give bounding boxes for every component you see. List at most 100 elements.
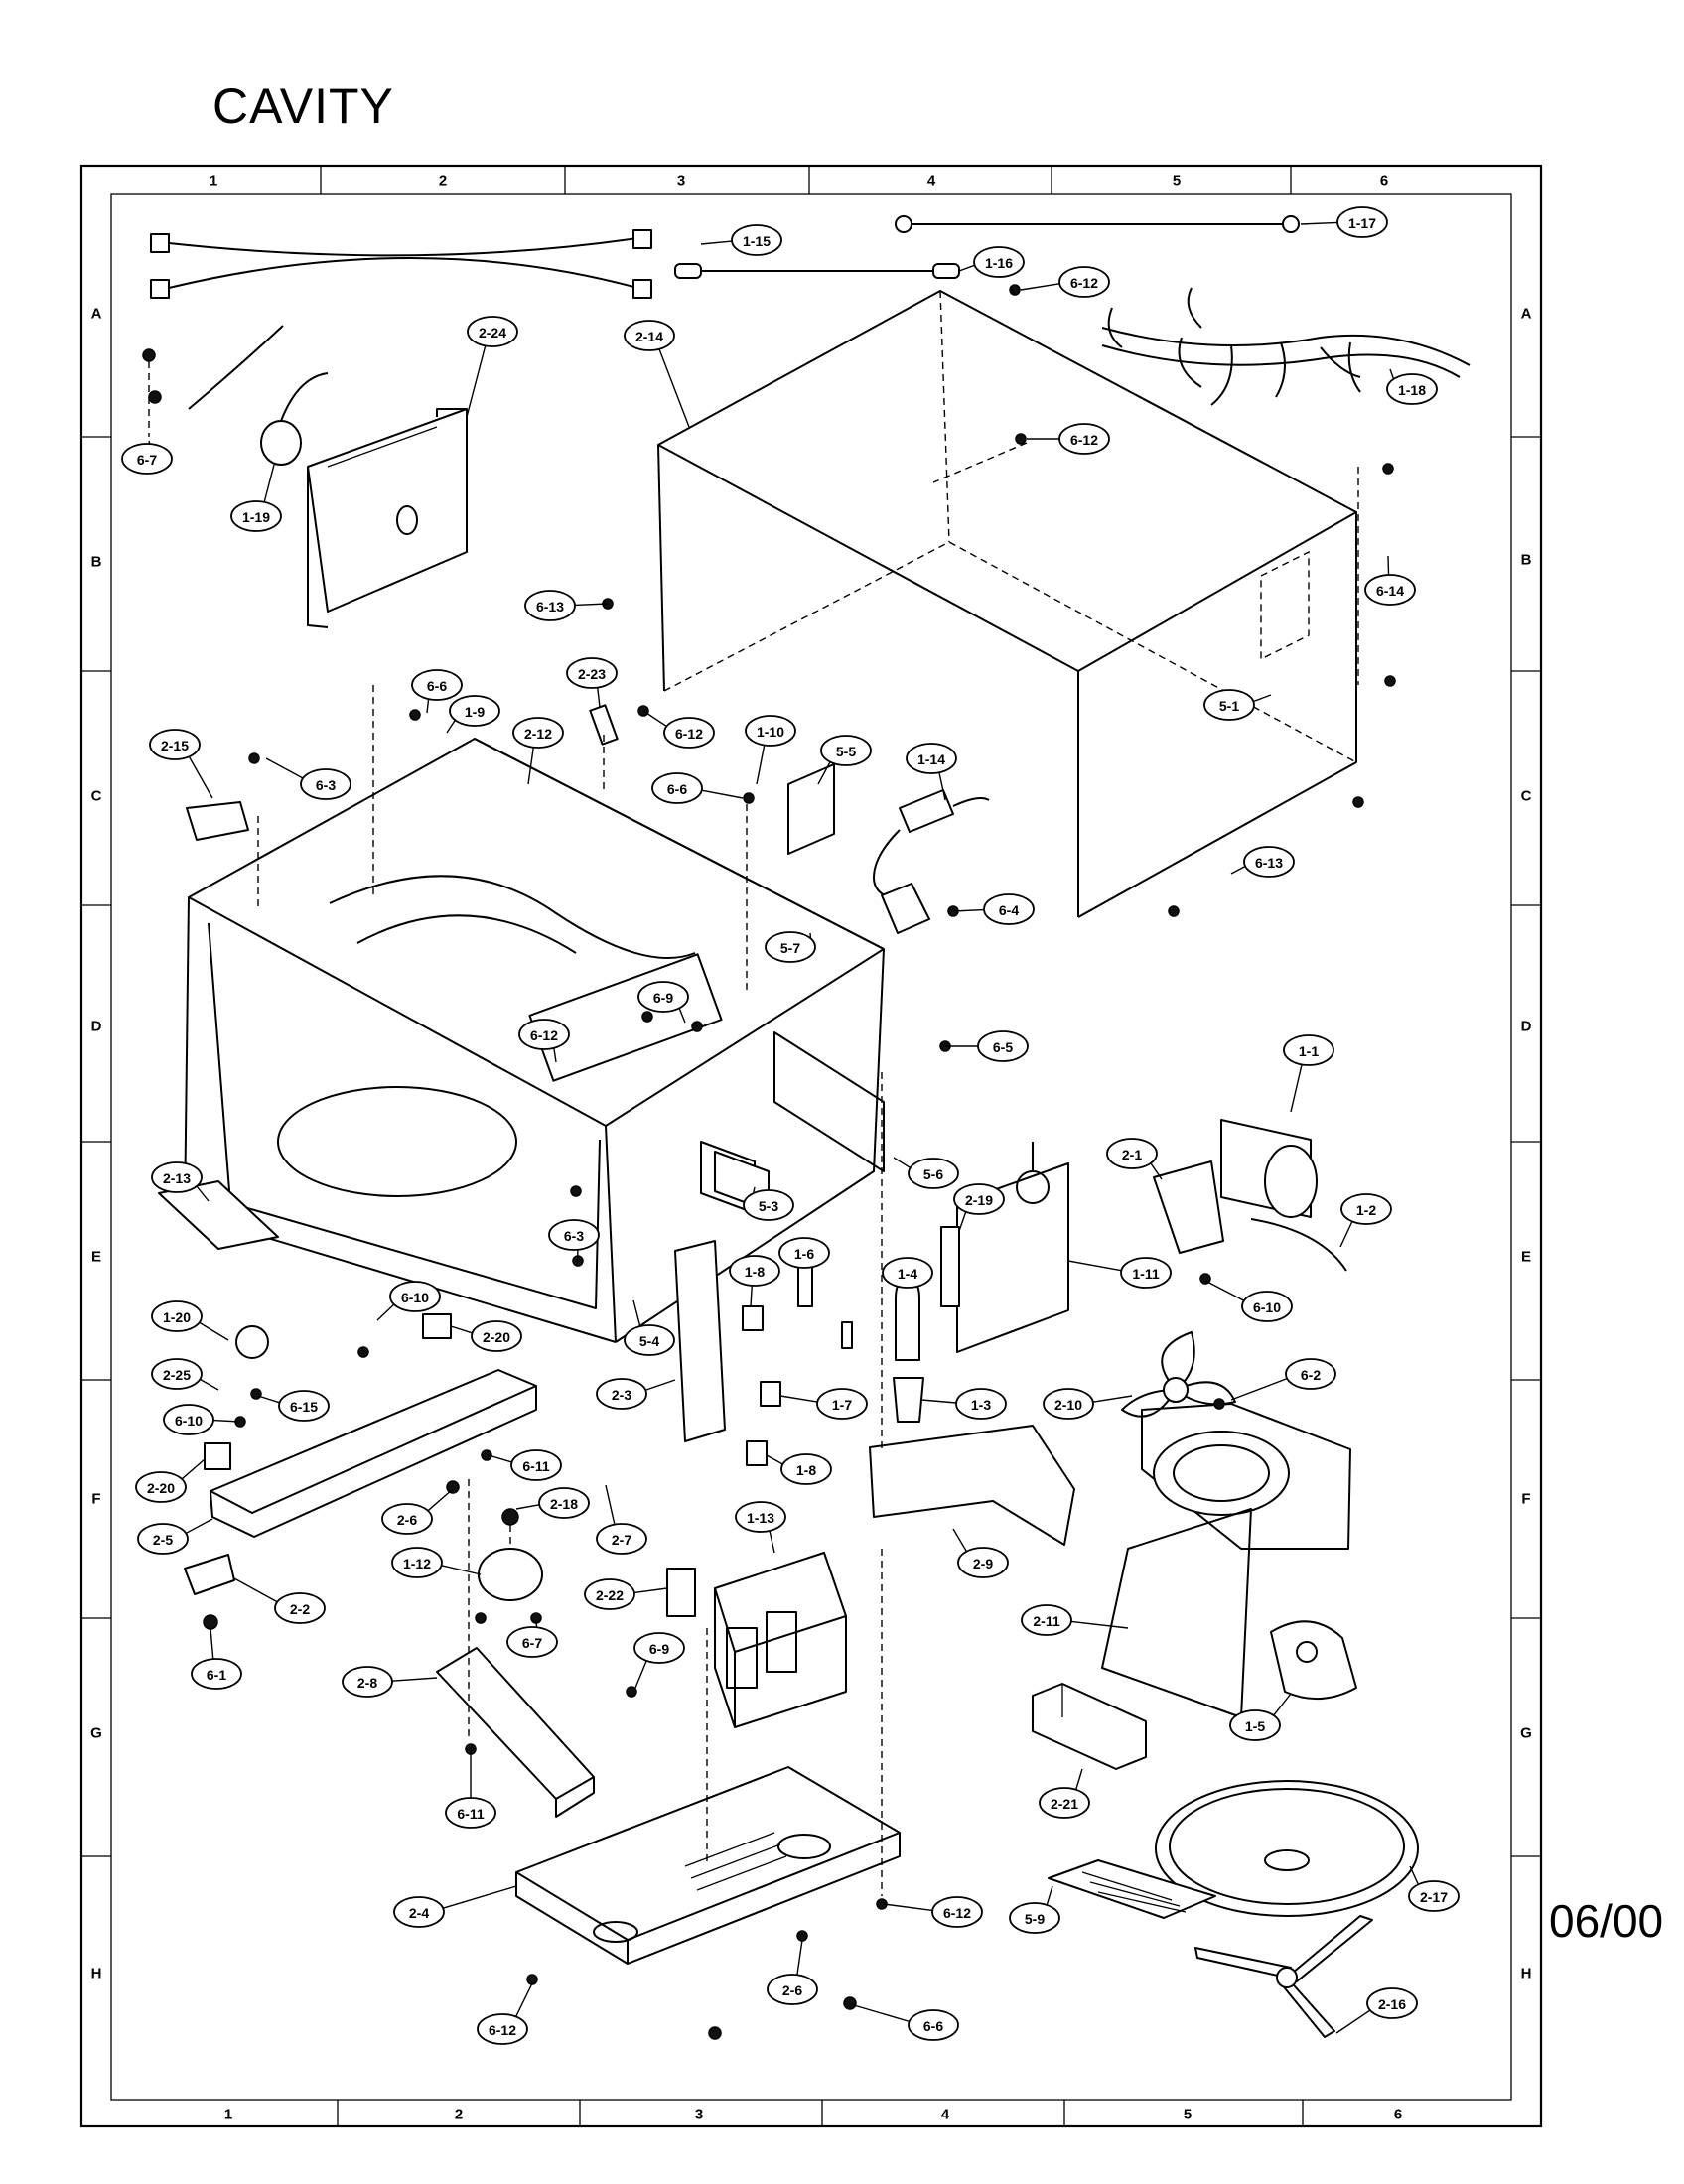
callout-ellipse (584, 1578, 635, 1610)
callout-ellipse (816, 1388, 868, 1420)
callout-6-12: 6-12 (518, 1019, 570, 1063)
callout-2-12: 2-12 (512, 717, 564, 785)
callout-leader (1046, 1885, 1053, 1906)
callout-text: 2-14 (635, 329, 663, 344)
callout-leader (1204, 1280, 1245, 1301)
turntable-tray-2-17 (1155, 1780, 1419, 1917)
callout-leader (466, 345, 487, 418)
callout-ellipse (1243, 846, 1295, 878)
callout-6-5: 6-5 (945, 1030, 1029, 1062)
callout-leader (952, 908, 985, 912)
callout-ellipse (1336, 206, 1388, 238)
callout-leader (1335, 2009, 1371, 2034)
callout-ellipse (931, 1896, 983, 1928)
callout-leader (1339, 1221, 1353, 1248)
assembly-lines (257, 287, 1359, 1896)
callout-text: 2-10 (1054, 1397, 1082, 1413)
callout-leader (488, 1454, 512, 1463)
callout-leader (779, 1395, 818, 1403)
callout-5-9: 5-9 (1009, 1885, 1060, 1934)
col-label-bottom: 4 (941, 2107, 950, 2123)
callout-ellipse (477, 2013, 528, 2045)
callout-ellipse (151, 1161, 203, 1193)
callout-6-6: 6-6 (651, 772, 744, 804)
callout-text: 2-16 (1378, 1996, 1406, 2012)
callout-text: 1-7 (832, 1397, 852, 1413)
callout-ellipse (1283, 1034, 1334, 1066)
callout-2-19: 2-19 (953, 1183, 1005, 1232)
callout-leader (1150, 1162, 1163, 1180)
callout-leader (893, 1157, 912, 1169)
callout-2-9: 2-9 (952, 1528, 1009, 1578)
callout-ellipse (767, 1974, 818, 2005)
callout-text: 6-3 (564, 1228, 584, 1244)
callout-ellipse (908, 1158, 959, 1189)
callout-ellipse (510, 1449, 562, 1481)
callout-leader (263, 464, 275, 503)
wire-cable-1-15 (150, 229, 652, 299)
callout-ellipse (393, 1896, 445, 1928)
callout-leader (199, 1321, 229, 1341)
ground-wire-1-16 (674, 263, 960, 279)
drawing-frame (79, 164, 1543, 2128)
callout-text: 6-1 (207, 1667, 226, 1683)
row-label-right: E (1521, 1249, 1531, 1266)
callout-text: 1-16 (985, 255, 1013, 271)
row-label-right: G (1520, 1725, 1532, 1742)
callout-ellipse (1203, 689, 1255, 721)
callout-text: 6-9 (653, 990, 673, 1006)
callout-leader (1253, 694, 1272, 703)
callout-leader (442, 1885, 517, 1909)
callout-ellipse (624, 320, 675, 351)
callout-text: 6-12 (489, 2022, 516, 2038)
callout-2-4: 2-4 (393, 1885, 517, 1928)
callout-1-18: 1-18 (1386, 368, 1438, 405)
power-cord-1-14 (873, 789, 990, 934)
callout-text: 6-11 (522, 1458, 549, 1474)
hv-transformer-1-13 (714, 1552, 847, 1728)
callout-text: 6-12 (1070, 275, 1098, 291)
callout-6-15: 6-15 (257, 1390, 330, 1422)
roller-support-2-16 (1194, 1915, 1373, 2038)
callout-ellipse (278, 1390, 330, 1422)
callout-ellipse (524, 590, 576, 621)
callout-2-20: 2-20 (450, 1320, 522, 1352)
callout-text: 6-13 (1255, 855, 1283, 871)
callout-ellipse (765, 931, 816, 963)
callout-ellipse (121, 443, 173, 475)
row-label-right: B (1521, 552, 1532, 569)
callout-2-11: 2-11 (1021, 1604, 1129, 1636)
row-label-right: F (1521, 1491, 1530, 1508)
col-label-bottom: 3 (695, 2107, 703, 2123)
col-label-bottom: 2 (455, 2107, 463, 2123)
callout-ellipse (1408, 1880, 1460, 1912)
callout-text: 6-6 (667, 781, 687, 797)
callout-ellipse (538, 1487, 590, 1519)
callout-text: 2-6 (397, 1512, 417, 1528)
callout-text: 6-12 (530, 1027, 558, 1043)
callout-2-1: 2-1 (1106, 1138, 1163, 1180)
callout-1-16: 1-16 (958, 246, 1025, 278)
callout-ellipse (506, 1626, 558, 1658)
callout-6-13: 6-13 (1230, 846, 1295, 878)
callout-leader (952, 1528, 968, 1553)
callout-text: 2-3 (612, 1387, 632, 1403)
callout-leader (441, 1565, 482, 1575)
callout-2-22: 2-22 (584, 1578, 668, 1610)
callout-text: 6-10 (401, 1290, 429, 1305)
small-parts (158, 704, 835, 1617)
base-plate-2-4 (515, 1766, 901, 1965)
callout-ellipse (743, 1189, 794, 1221)
callout-ellipse (151, 1300, 203, 1332)
callout-ellipse (1009, 1902, 1060, 1934)
callout-ellipse (230, 500, 282, 532)
callout-text: 1-20 (163, 1309, 191, 1325)
callout-ellipse (512, 717, 564, 749)
callout-ellipse (633, 1632, 685, 1664)
callout-ellipse (663, 717, 715, 749)
callout-leader (817, 761, 831, 785)
callout-ellipse (906, 743, 957, 774)
callout-ellipse (1364, 574, 1416, 606)
callout-2-6: 2-6 (381, 1488, 454, 1535)
page-title: CAVITY (212, 78, 394, 134)
